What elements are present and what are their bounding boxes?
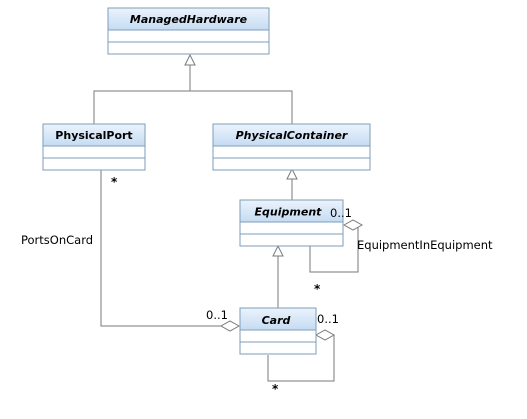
class-name-equipment: Equipment <box>255 206 323 219</box>
generalization-physicalcontainer-line <box>190 90 293 124</box>
equipmentinequipment-container-multiplicity: 0..1 <box>330 206 352 220</box>
portsoncard-aggregation-diamond <box>219 320 241 332</box>
class-name-physicalport: PhysicalPort <box>55 129 132 142</box>
connectors <box>93 53 364 382</box>
generalization-arrowhead-equipment <box>272 244 284 257</box>
card-self-aggregation-diamond <box>314 329 336 341</box>
generalization-arrowhead-physicalcontainer <box>286 167 298 180</box>
generalization-physicalport-line <box>93 63 191 124</box>
equipmentinequipment-name-label: EquipmentInEquipment <box>357 238 493 252</box>
portsoncard-association-line <box>100 170 222 327</box>
class-card[interactable]: Card <box>239 307 317 355</box>
portsoncard-card-multiplicity: 0..1 <box>206 308 228 322</box>
equipmentinequipment-aggregation-diamond <box>342 219 364 231</box>
portsoncard-port-multiplicity: * <box>111 175 118 189</box>
generalization-arrowhead-managedhardware <box>184 53 196 66</box>
class-physicalcontainer[interactable]: PhysicalContainer <box>212 123 371 171</box>
class-name-card: Card <box>262 314 291 327</box>
class-name-managedhardware: ManagedHardware <box>130 13 248 26</box>
class-equipment[interactable]: Equipment <box>239 199 344 247</box>
class-name-physicalcontainer: PhysicalContainer <box>236 129 348 142</box>
class-managedhardware[interactable]: ManagedHardware <box>107 7 270 55</box>
card-self-contained-multiplicity: * <box>272 382 279 396</box>
portsoncard-name-label: PortsOnCard <box>21 233 93 247</box>
equipmentinequipment-contained-multiplicity: * <box>314 282 321 296</box>
class-physicalport[interactable]: PhysicalPort <box>42 123 146 171</box>
card-self-container-multiplicity: 0..1 <box>317 312 339 326</box>
